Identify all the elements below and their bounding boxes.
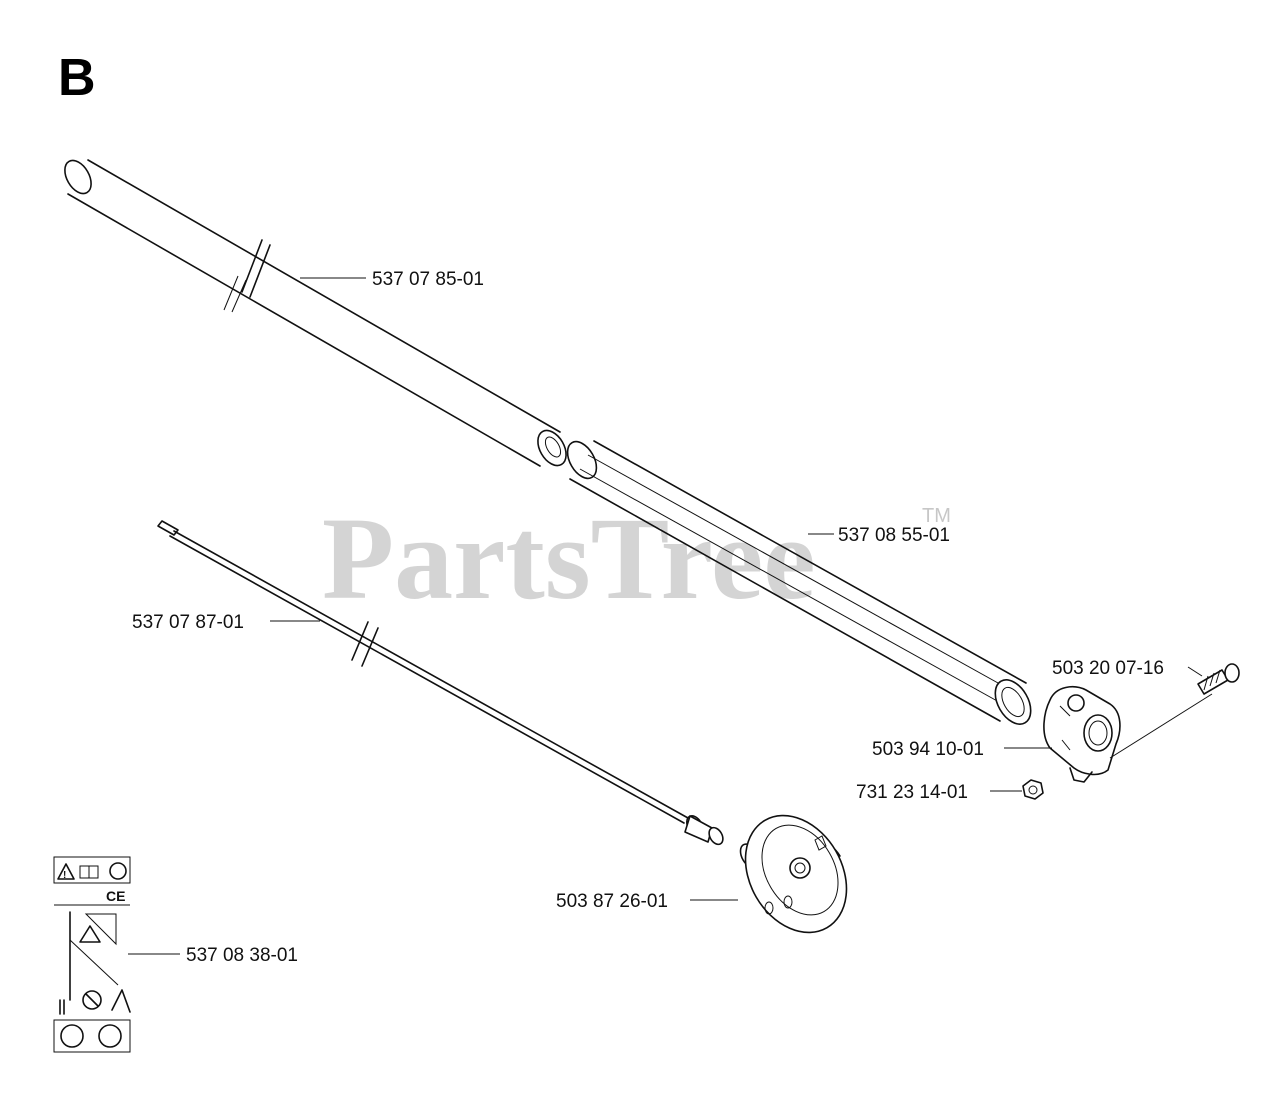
warning-decal-drawing: ! CE [53, 856, 131, 1053]
tube-sleeve-drawing [566, 440, 1032, 725]
ce-mark: CE [106, 888, 125, 904]
clutch-drum-drawing [739, 814, 848, 934]
watermark: PartsTree TM [322, 493, 951, 624]
part-label-tube-outer: 537 07 85-01 [372, 269, 484, 290]
part-label-clamp: 503 94 10-01 [872, 739, 984, 760]
nut-drawing [1022, 779, 1044, 800]
part-label-nut: 731 23 14-01 [856, 782, 968, 803]
part-label-tube-sleeve: 537 08 55-01 [838, 525, 950, 546]
part-label-warning-decal: 537 08 38-01 [186, 945, 298, 966]
drive-shaft-drawing [157, 520, 724, 846]
svg-text:!: ! [63, 870, 66, 881]
part-labels: 537 07 85-01 537 08 55-01 537 07 87-01 5… [132, 269, 1164, 966]
part-label-clutch-drum: 503 87 26-01 [556, 891, 668, 912]
svg-text:PartsTree: PartsTree [322, 493, 816, 624]
svg-text:TM: TM [922, 505, 951, 527]
screw-drawing [1109, 663, 1240, 759]
tube-outer-drawing [64, 159, 567, 467]
part-label-screw: 503 20 07-16 [1052, 658, 1164, 679]
section-letter: B [58, 49, 96, 107]
part-label-drive-shaft: 537 07 87-01 [132, 612, 244, 633]
clamp-drawing [1043, 686, 1121, 783]
leader-lines [128, 277, 1203, 955]
